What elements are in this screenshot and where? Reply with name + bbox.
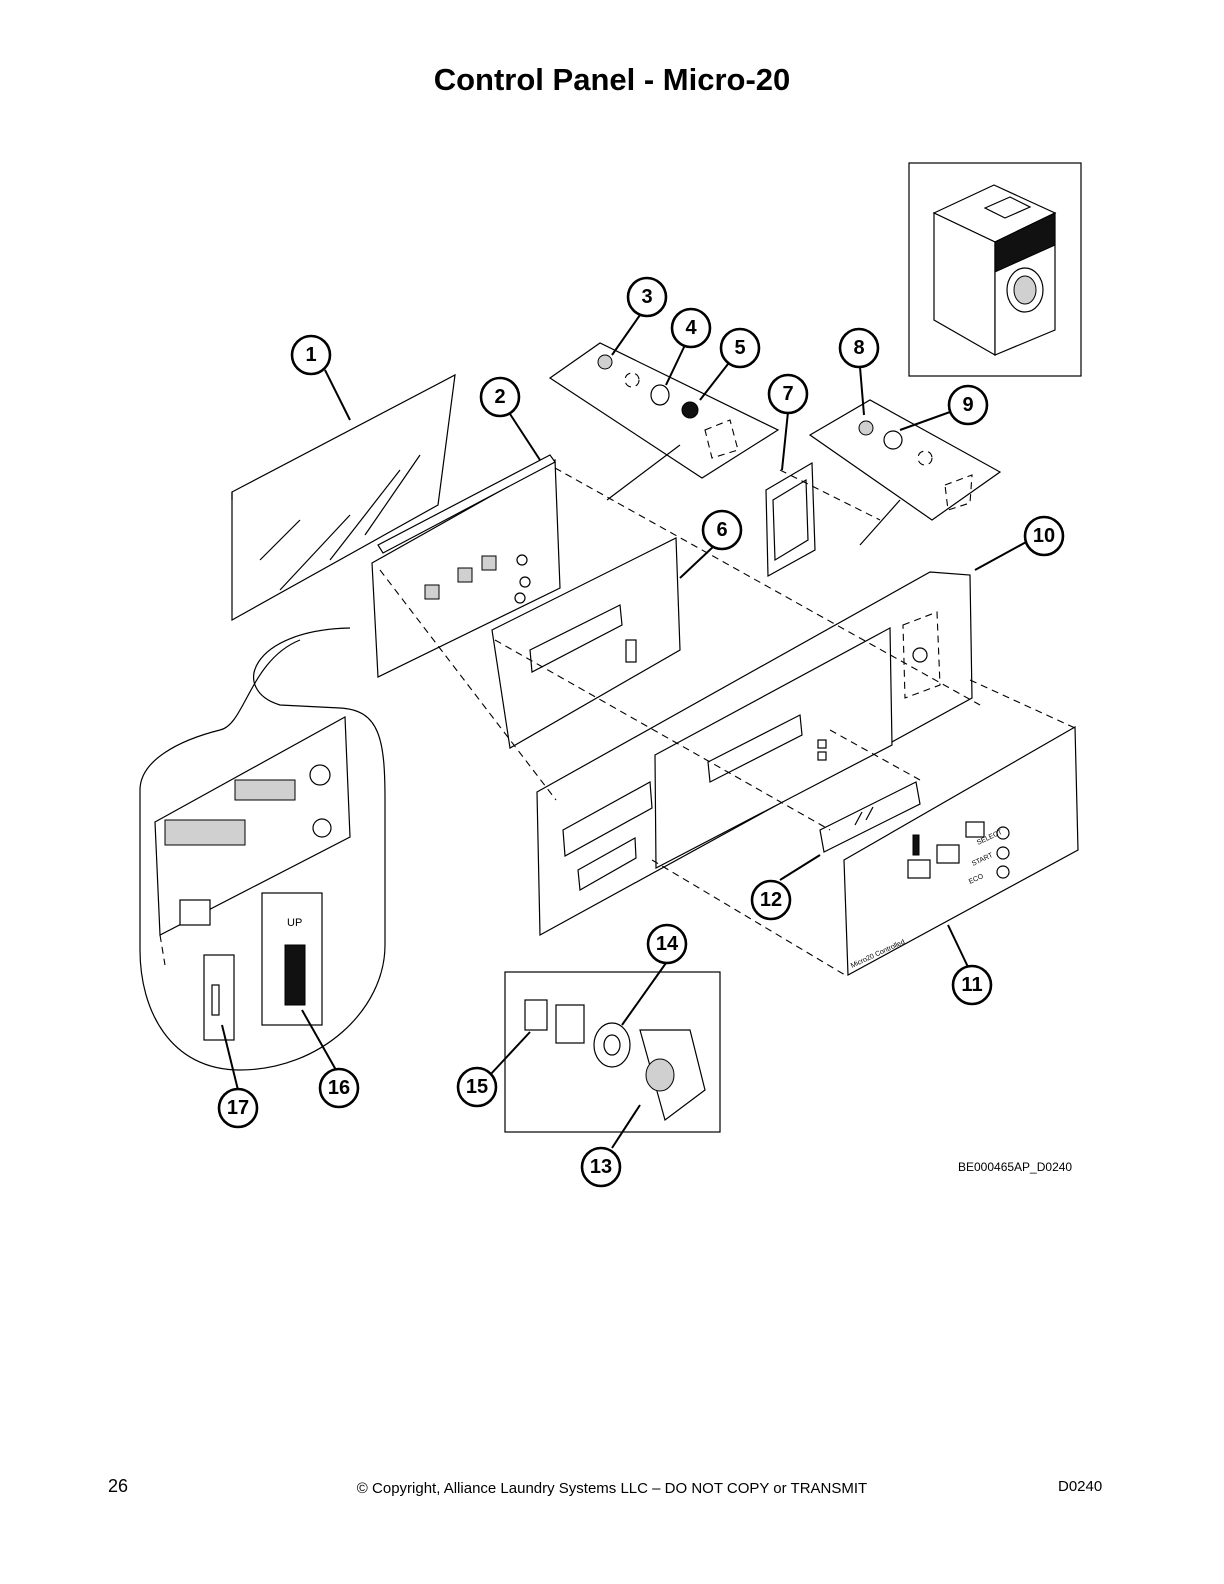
svg-text:15: 15: [466, 1076, 488, 1098]
callout-11: 11: [951, 964, 993, 1006]
svg-text:16: 16: [328, 1077, 350, 1099]
part-2-display-board: [371, 454, 561, 678]
part-11-overlay-label: SELECT START ECO Micro20 Controlled: [843, 725, 1079, 976]
part-12-display-window: [819, 781, 921, 853]
copyright-notice: © Copyright, Alliance Laundry Systems LL…: [356, 1480, 868, 1497]
part-6-mounting-plate: [491, 537, 681, 749]
callout-15: 15: [456, 1066, 498, 1108]
callout-10: 10: [1023, 515, 1065, 557]
machine-overview-inset: [908, 162, 1082, 377]
page-number: 26: [108, 1476, 129, 1496]
callout-12: 12: [750, 879, 792, 921]
part-7-gasket: [765, 461, 816, 578]
callout-5: 5: [719, 327, 761, 369]
svg-text:17: 17: [227, 1097, 249, 1119]
part-1-shield: [231, 373, 456, 622]
callout-8: 8: [838, 327, 880, 369]
svg-text:4: 4: [685, 317, 697, 339]
callout-6: 6: [701, 509, 743, 551]
part-10-panel-housing: [536, 571, 973, 937]
callout-3: 3: [626, 276, 668, 318]
callout-7: 7: [767, 373, 809, 415]
svg-text:6: 6: [716, 519, 727, 541]
svg-text:3: 3: [641, 286, 652, 308]
parts-13-15-switch-inset: [504, 971, 721, 1133]
callout-17: 17: [217, 1087, 259, 1129]
svg-text:12: 12: [760, 889, 782, 911]
svg-text:5: 5: [734, 337, 745, 359]
svg-text:14: 14: [656, 933, 679, 955]
svg-text:2: 2: [494, 386, 505, 408]
svg-text:10: 10: [1033, 525, 1055, 547]
projection-lines: [159, 444, 1076, 976]
callout-1: 1: [290, 334, 332, 376]
parts-8-9-knob-assembly: [808, 399, 1002, 521]
svg-text:9: 9: [962, 394, 973, 416]
page-title: Control Panel - Micro-20: [433, 62, 791, 97]
callout-2: 2: [479, 376, 521, 418]
svg-text:11: 11: [961, 974, 982, 996]
controller-board-bubble: UP: [139, 627, 386, 1071]
svg-text:13: 13: [590, 1156, 612, 1178]
callout-14: 14: [646, 923, 688, 965]
callout-13: 13: [580, 1146, 622, 1188]
callout-16: 16: [318, 1067, 360, 1109]
leader-lines: [221, 314, 1029, 1149]
svg-text:7: 7: [782, 383, 793, 405]
callout-4: 4: [670, 307, 712, 349]
drawing-reference: BE000465AP_D0240: [958, 1160, 1073, 1174]
svg-text:1: 1: [305, 344, 316, 366]
document-code: D0240: [1058, 1478, 1103, 1495]
svg-text:8: 8: [853, 337, 864, 359]
chip-up-marking: UP: [287, 917, 302, 929]
callout-9: 9: [947, 384, 989, 426]
parts-3-5-knob-assembly: [548, 342, 780, 479]
